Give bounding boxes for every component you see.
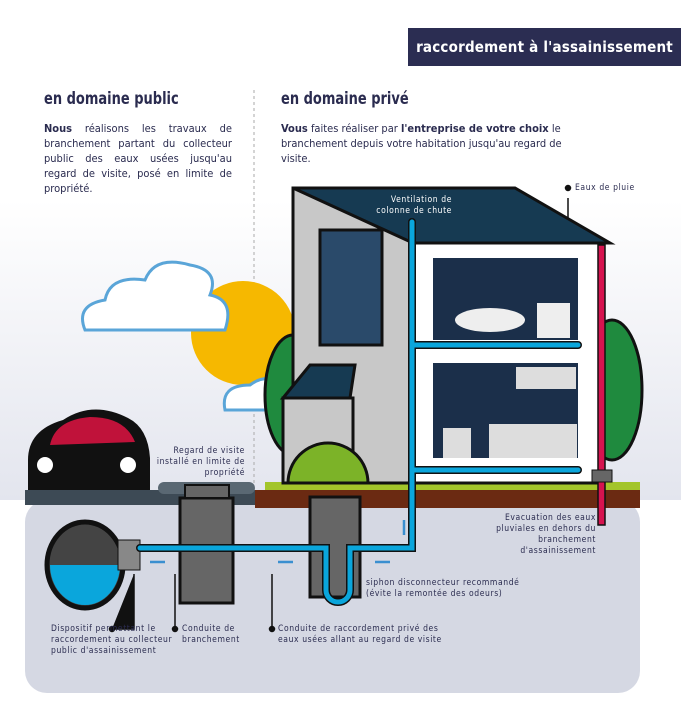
label-pointers	[108, 184, 572, 633]
roof	[292, 186, 616, 245]
label-siphon: siphon disconnecteur recommandé (évite l…	[366, 578, 520, 599]
label-evacuation: Evacuation des eaux pluviales en dehors …	[496, 513, 596, 556]
label-ventilation: Ventilation de colonne de chute	[376, 195, 452, 216]
label-dispositif: Dispositif permettant le raccordement au…	[51, 624, 173, 656]
flow-arrows	[150, 520, 406, 564]
cloud-icon	[81, 260, 230, 332]
label-conduite-privee: Conduite de raccordement privé des eaux …	[278, 624, 442, 645]
pipes	[137, 219, 581, 605]
rain-pipe	[597, 244, 606, 526]
public-text: Nous réalisons les travaux de branchemen…	[44, 122, 232, 195]
label-regard: Regard de visite installé en limite de p…	[156, 446, 245, 478]
grass	[265, 482, 640, 490]
label-rain: Eaux de pluie	[575, 183, 635, 193]
private-text: Vous faites réaliser par l'entreprise de…	[281, 122, 562, 165]
public-heading: en domaine public	[44, 89, 179, 109]
title: raccordement à l'assainissement	[416, 38, 673, 56]
private-heading: en domaine privé	[281, 89, 409, 109]
title-banner: raccordement à l'assainissement	[408, 28, 681, 66]
label-conduite-branchement: Conduite de branchement	[182, 624, 240, 645]
